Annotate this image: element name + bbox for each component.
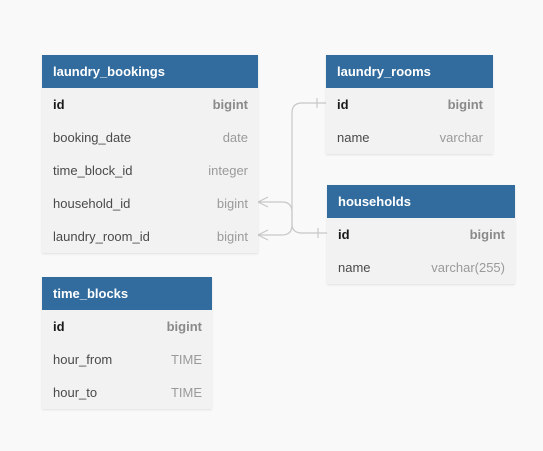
column-name: id xyxy=(53,97,65,112)
column-name: laundry_room_id xyxy=(53,229,150,244)
column-row[interactable]: id bigint xyxy=(42,310,212,343)
column-type: bigint xyxy=(469,227,505,242)
table-header[interactable]: households xyxy=(327,185,515,218)
column-row[interactable]: name varchar xyxy=(326,121,493,154)
column-name: id xyxy=(338,227,350,242)
crows-foot-laundry-room-icon xyxy=(257,229,269,241)
table-header[interactable]: time_blocks xyxy=(42,277,212,310)
column-row[interactable]: id bigint xyxy=(326,88,493,121)
column-type: bigint xyxy=(216,229,248,244)
column-name: booking_date xyxy=(53,130,132,145)
relation-laundry-room-line xyxy=(258,102,326,236)
table-header[interactable]: laundry_rooms xyxy=(326,55,493,88)
column-name: hour_to xyxy=(53,385,98,400)
column-type: TIME xyxy=(170,385,202,400)
column-row[interactable]: household_id bigint xyxy=(42,187,258,220)
column-type: integer xyxy=(208,163,248,178)
relation-household-line xyxy=(258,201,327,234)
table-time-blocks[interactable]: time_blocks id bigint hour_from TIME hou… xyxy=(42,277,212,409)
column-type: varchar xyxy=(439,130,483,145)
crows-foot-household-icon xyxy=(257,196,269,208)
column-row[interactable]: time_block_id integer xyxy=(42,154,258,187)
column-row[interactable]: booking_date date xyxy=(42,121,258,154)
column-type: bigint xyxy=(447,97,483,112)
column-type: bigint xyxy=(166,319,202,334)
column-name: name xyxy=(338,260,371,275)
column-type: date xyxy=(222,130,248,145)
column-row[interactable]: id bigint xyxy=(327,218,515,251)
column-type: TIME xyxy=(170,352,202,367)
column-type: bigint xyxy=(212,97,248,112)
table-laundry-bookings[interactable]: laundry_bookings id bigint booking_date … xyxy=(42,55,258,253)
table-header[interactable]: laundry_bookings xyxy=(42,55,258,88)
column-row[interactable]: id bigint xyxy=(42,88,258,121)
table-laundry-rooms[interactable]: laundry_rooms id bigint name varchar xyxy=(326,55,493,154)
column-row[interactable]: name varchar(255) xyxy=(327,251,515,284)
column-row[interactable]: hour_from TIME xyxy=(42,343,212,376)
column-row[interactable]: hour_to TIME xyxy=(42,376,212,409)
column-type: varchar(255) xyxy=(431,260,505,275)
column-row[interactable]: laundry_room_id bigint xyxy=(42,220,258,253)
column-name: name xyxy=(337,130,370,145)
column-name: id xyxy=(337,97,349,112)
column-name: household_id xyxy=(53,196,131,211)
table-households[interactable]: households id bigint name varchar(255) xyxy=(327,185,515,284)
column-name: hour_from xyxy=(53,352,113,367)
column-type: bigint xyxy=(216,196,248,211)
column-name: time_block_id xyxy=(53,163,133,178)
column-name: id xyxy=(53,319,65,334)
